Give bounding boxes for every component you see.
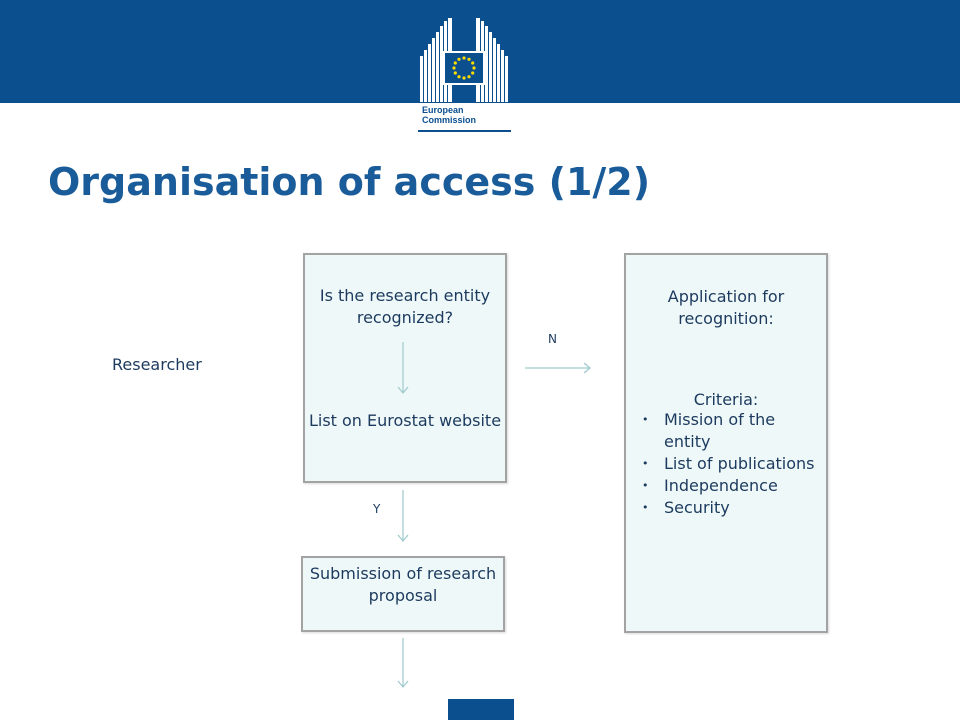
- recognition-question-text: Is the research entity recognized?: [319, 286, 491, 327]
- submission-text: Submission of research proposal: [309, 564, 497, 605]
- criteria-item: •Independence: [642, 476, 778, 495]
- application-box: Application for recognition: Criteria: •…: [624, 253, 828, 633]
- arrow-yes-to-submission: [397, 490, 409, 542]
- logo-wordmark: European Commission: [422, 105, 512, 125]
- european-commission-logo: European Commission: [414, 16, 514, 134]
- logo-underline: [418, 130, 511, 132]
- logo-line-1: European: [422, 105, 464, 115]
- criteria-item: •List of publications: [642, 454, 815, 473]
- recognition-question-box: Is the research entity recognized? List …: [303, 253, 507, 483]
- submission-box: Submission of research proposal: [301, 556, 505, 632]
- logo-line-2: Commission: [422, 115, 477, 125]
- arrow-question-to-list: [397, 342, 409, 394]
- application-heading: Application for recognition:: [667, 287, 785, 328]
- criteria-label: Criteria:: [693, 390, 759, 409]
- criteria-list: •Mission of the entity •List of publicat…: [636, 409, 821, 519]
- bullet-icon: •: [642, 413, 649, 426]
- criteria-item: •Security: [642, 498, 730, 517]
- footer-tab: [448, 699, 514, 720]
- edge-label-yes: Y: [373, 502, 381, 516]
- bullet-icon: •: [642, 479, 649, 492]
- bullet-icon: •: [642, 457, 649, 470]
- bullet-icon: •: [642, 501, 649, 514]
- berlaymont-building-icon: [420, 18, 508, 102]
- criteria-item: •Mission of the entity: [642, 410, 776, 451]
- arrow-submission-onward: [397, 638, 409, 688]
- eurostat-list-text: List on Eurostat website: [308, 411, 502, 430]
- arrow-no-to-application: [525, 362, 591, 374]
- actor-label: Researcher: [112, 355, 202, 374]
- edge-label-no: N: [548, 332, 557, 346]
- slide-title: Organisation of access (1/2): [48, 160, 651, 204]
